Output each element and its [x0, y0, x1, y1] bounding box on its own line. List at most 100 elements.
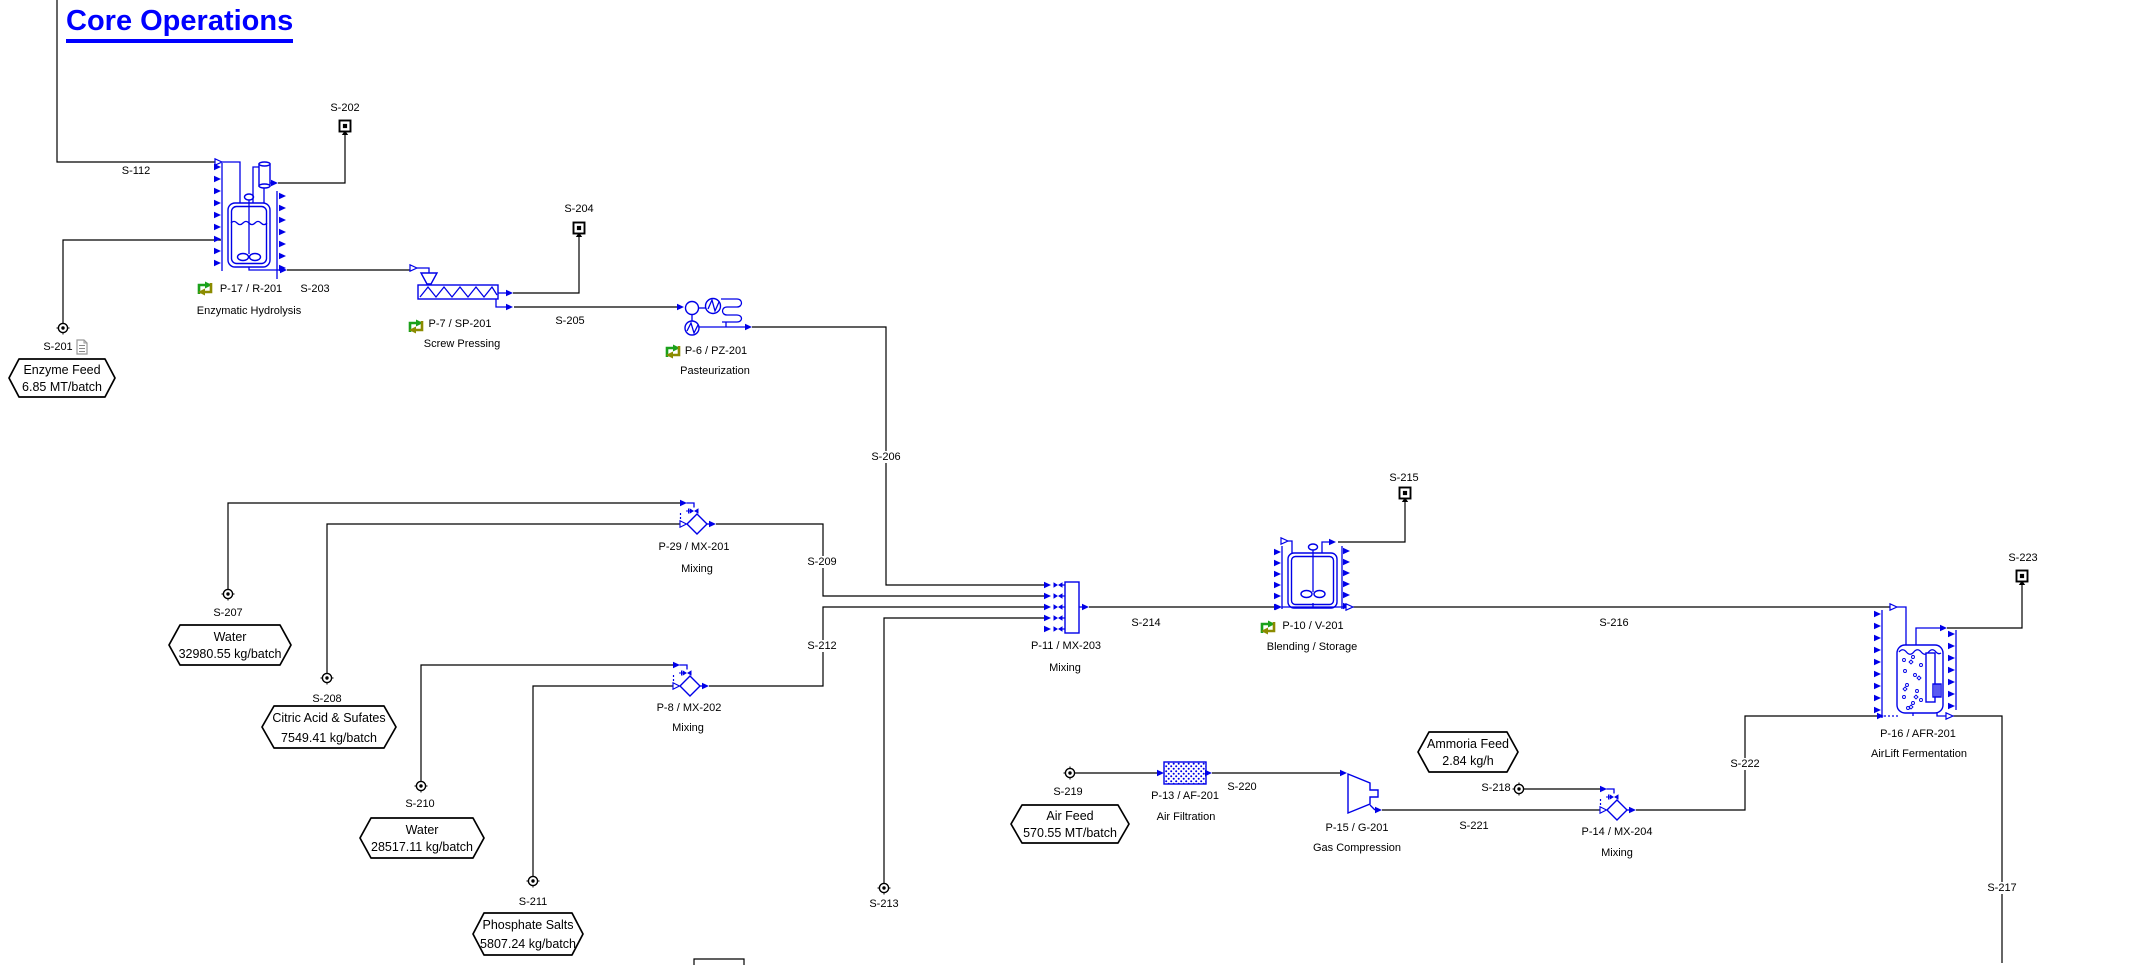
stream-label-s217[interactable]: S-217 [1985, 882, 2019, 894]
equipment-tag-afr201[interactable]: P-16 / AFR-201 [1880, 728, 1956, 740]
equipment-name-pz201[interactable]: Pasteurization [680, 365, 750, 377]
feed-tag-phosphate-amount: 5807.24 kg/batch [480, 937, 576, 951]
equipment-name-mx204[interactable]: Mixing [1601, 847, 1633, 859]
stream-label-s221[interactable]: S-221 [1459, 820, 1489, 832]
feed-tag-citric-amount: 7549.41 kg/batch [281, 731, 377, 745]
stream-s202[interactable] [278, 133, 346, 184]
equipment-icon-pz201[interactable] [677, 297, 752, 336]
feed-tag-water1-name: Water [213, 630, 247, 644]
stream-label-s216[interactable]: S-216 [1599, 617, 1629, 629]
stream-s210[interactable] [420, 664, 673, 781]
stream-label-s203[interactable]: S-203 [300, 283, 330, 295]
equipment-icon-af201[interactable] [1157, 761, 1212, 785]
equipment-tag-mx203[interactable]: P-11 / MX-203 [1030, 640, 1102, 652]
feed-tag-enzyme-amount: 6.85 MT/batch [22, 380, 102, 394]
stream-label-s218[interactable]: S-218 [1481, 782, 1511, 794]
output-port-s223[interactable] [2015, 569, 2029, 586]
input-port-s219[interactable] [1062, 765, 1078, 781]
equipment-tag-r201[interactable]: P-17 / R-201 [219, 283, 283, 295]
equipment-name-v201[interactable]: Blending / Storage [1266, 641, 1358, 653]
equipment-tag-pz201[interactable]: P-6 / PZ-201 [684, 345, 748, 357]
stream-label-s212[interactable]: S-212 [805, 640, 839, 652]
stream-s201[interactable] [62, 239, 221, 323]
stream-label-s201[interactable]: S-201 [43, 341, 73, 353]
input-port-s210[interactable] [413, 778, 429, 794]
stream-s112[interactable] [56, 0, 215, 163]
stream-label-s210[interactable]: S-210 [405, 798, 435, 810]
equipment-icon-sp201[interactable] [409, 264, 513, 311]
equipment-icon-mx202[interactable] [672, 661, 710, 697]
stream-s204[interactable] [513, 235, 580, 294]
stream-s223[interactable] [1947, 583, 2023, 629]
stream-label-s220[interactable]: S-220 [1227, 781, 1257, 793]
equipment-tag-mx201[interactable]: P-29 / MX-201 [658, 541, 730, 553]
equipment-tag-mx204[interactable]: P-14 / MX-204 [1581, 826, 1653, 838]
output-port-s215[interactable] [1398, 486, 1412, 503]
input-port-s211[interactable] [525, 873, 541, 889]
equipment-icon-mx204[interactable] [1599, 785, 1637, 821]
stream-label-s202[interactable]: S-202 [330, 102, 360, 114]
equipment-tag-mx202[interactable]: P-8 / MX-202 [656, 702, 722, 714]
feed-tag-shape-phosphate[interactable] [472, 912, 584, 956]
stream-label-s219[interactable]: S-219 [1053, 786, 1083, 798]
stream-s217[interactable] [1953, 715, 2003, 963]
equipment-icon-mx203[interactable] [1044, 581, 1089, 634]
input-port-s201[interactable] [55, 320, 71, 336]
stream-s207[interactable] [227, 502, 680, 589]
stream-label-s204[interactable]: S-204 [564, 203, 594, 215]
stream-s215[interactable] [1338, 500, 1406, 543]
stream-s212[interactable] [709, 606, 1044, 687]
stream-label-s208[interactable]: S-208 [312, 693, 342, 705]
page-title[interactable]: Core Operations [66, 5, 294, 43]
stream-label-s215[interactable]: S-215 [1389, 472, 1419, 484]
stream-label-s211[interactable]: S-211 [518, 896, 548, 908]
stream-label-s112[interactable]: S-112 [121, 165, 151, 177]
feed-tag-enzyme-name: Enzyme Feed [23, 363, 101, 377]
stream-s208[interactable] [326, 523, 680, 673]
document-icon-s201[interactable] [76, 339, 88, 355]
partial-line-bottom [693, 958, 745, 965]
equipment-tag-af201[interactable]: P-13 / AF-201 [1151, 790, 1219, 802]
feed-tag-shape-citric[interactable] [261, 705, 397, 749]
input-port-s207[interactable] [220, 586, 236, 602]
stream-label-s213[interactable]: S-213 [869, 898, 899, 910]
feed-tag-shape-ammonia[interactable] [1417, 731, 1519, 773]
feed-tag-ammonia-amount: 2.84 kg/h [1442, 754, 1494, 768]
feed-tag-shape-water1[interactable] [168, 624, 292, 666]
equipment-tag-sp201[interactable]: P-7 / SP-201 [428, 318, 492, 330]
stream-label-s223[interactable]: S-223 [2008, 552, 2038, 564]
stream-s213[interactable] [883, 617, 1044, 883]
equipment-icon-afr201[interactable] [1874, 603, 1957, 720]
equipment-icon-r201[interactable] [214, 158, 287, 279]
feed-tag-shape-enzyme[interactable] [8, 358, 116, 398]
batch-icon-pz201 [664, 343, 682, 360]
equipment-name-mx203[interactable]: Mixing [1049, 662, 1081, 674]
equipment-name-sp201[interactable]: Screw Pressing [423, 338, 501, 350]
feed-tag-shape-air[interactable] [1010, 804, 1130, 844]
equipment-icon-v201[interactable] [1274, 537, 1354, 611]
stream-label-s209[interactable]: S-209 [805, 556, 839, 568]
output-port-s202[interactable] [338, 119, 352, 136]
stream-label-s206[interactable]: S-206 [869, 451, 903, 463]
equipment-tag-g201[interactable]: P-15 / G-201 [1325, 822, 1389, 834]
feed-tag-shape-water2[interactable] [359, 817, 485, 859]
stream-label-s205[interactable]: S-205 [555, 315, 585, 327]
output-port-s204[interactable] [572, 221, 586, 238]
stream-s211[interactable] [532, 685, 673, 876]
equipment-name-r201[interactable]: Enzymatic Hydrolysis [196, 305, 302, 317]
stream-label-s207[interactable]: S-207 [213, 607, 243, 619]
equipment-icon-g201[interactable] [1340, 769, 1382, 815]
input-port-s218[interactable] [1511, 781, 1527, 797]
batch-icon-r201 [196, 280, 214, 297]
equipment-icon-mx201[interactable] [679, 499, 717, 535]
equipment-tag-v201[interactable]: P-10 / V-201 [1282, 620, 1344, 632]
input-port-s213[interactable] [876, 880, 892, 896]
equipment-name-af201[interactable]: Air Filtration [1156, 811, 1216, 823]
input-port-s208[interactable] [319, 670, 335, 686]
equipment-name-g201[interactable]: Gas Compression [1312, 842, 1402, 854]
stream-label-s214[interactable]: S-214 [1131, 617, 1161, 629]
stream-label-s222[interactable]: S-222 [1728, 758, 1762, 770]
equipment-name-mx201[interactable]: Mixing [681, 563, 713, 575]
equipment-name-afr201[interactable]: AirLift Fermentation [1871, 748, 1967, 760]
equipment-name-mx202[interactable]: Mixing [672, 722, 704, 734]
